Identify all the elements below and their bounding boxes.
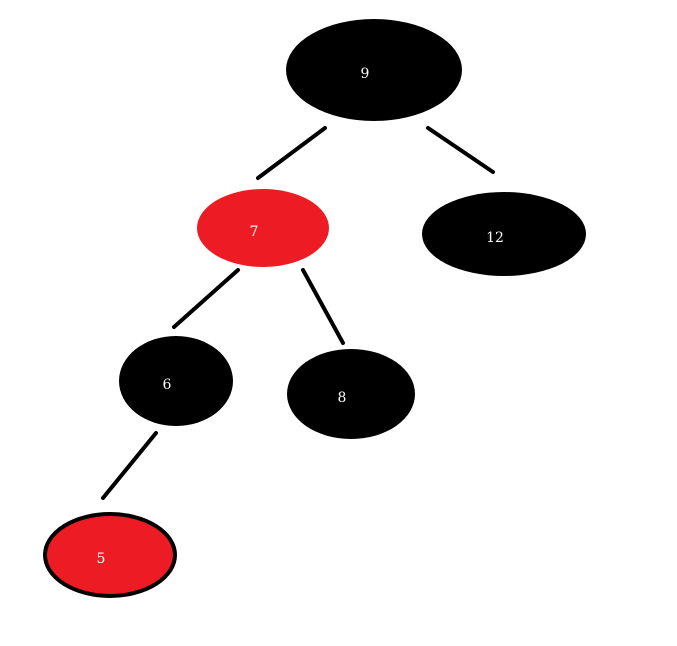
tree-node-8: 8 <box>287 349 415 439</box>
edge-n6-n5 <box>101 431 158 500</box>
tree-node-7: 7 <box>197 189 329 267</box>
edge-n9-n12 <box>426 126 495 174</box>
node-label-8: 8 <box>338 390 347 406</box>
edge-n7-n6 <box>172 268 240 329</box>
node-8-black-ellipse <box>287 349 415 439</box>
node-label-12: 12 <box>486 230 504 246</box>
tree-nodes: 9 7 12 6 8 5 <box>43 19 586 598</box>
node-6-black-ellipse <box>119 336 233 426</box>
node-7-red-ellipse <box>197 189 329 267</box>
tree-node-12: 12 <box>422 192 586 276</box>
tree-edges <box>101 126 495 500</box>
node-label-9: 9 <box>361 66 370 82</box>
edge-n9-n7 <box>256 126 327 180</box>
tree-node-9: 9 <box>286 19 462 121</box>
tree-node-5: 5 <box>43 512 177 598</box>
node-12-black-ellipse <box>422 192 586 276</box>
node-label-6: 6 <box>163 377 172 393</box>
node-5-red-ellipse <box>43 512 177 598</box>
node-label-7: 7 <box>250 224 259 240</box>
node-label-5: 5 <box>97 551 106 567</box>
tree-node-6: 6 <box>119 336 233 426</box>
node-9-black-ellipse <box>286 19 462 121</box>
edge-n7-n8 <box>301 268 345 345</box>
